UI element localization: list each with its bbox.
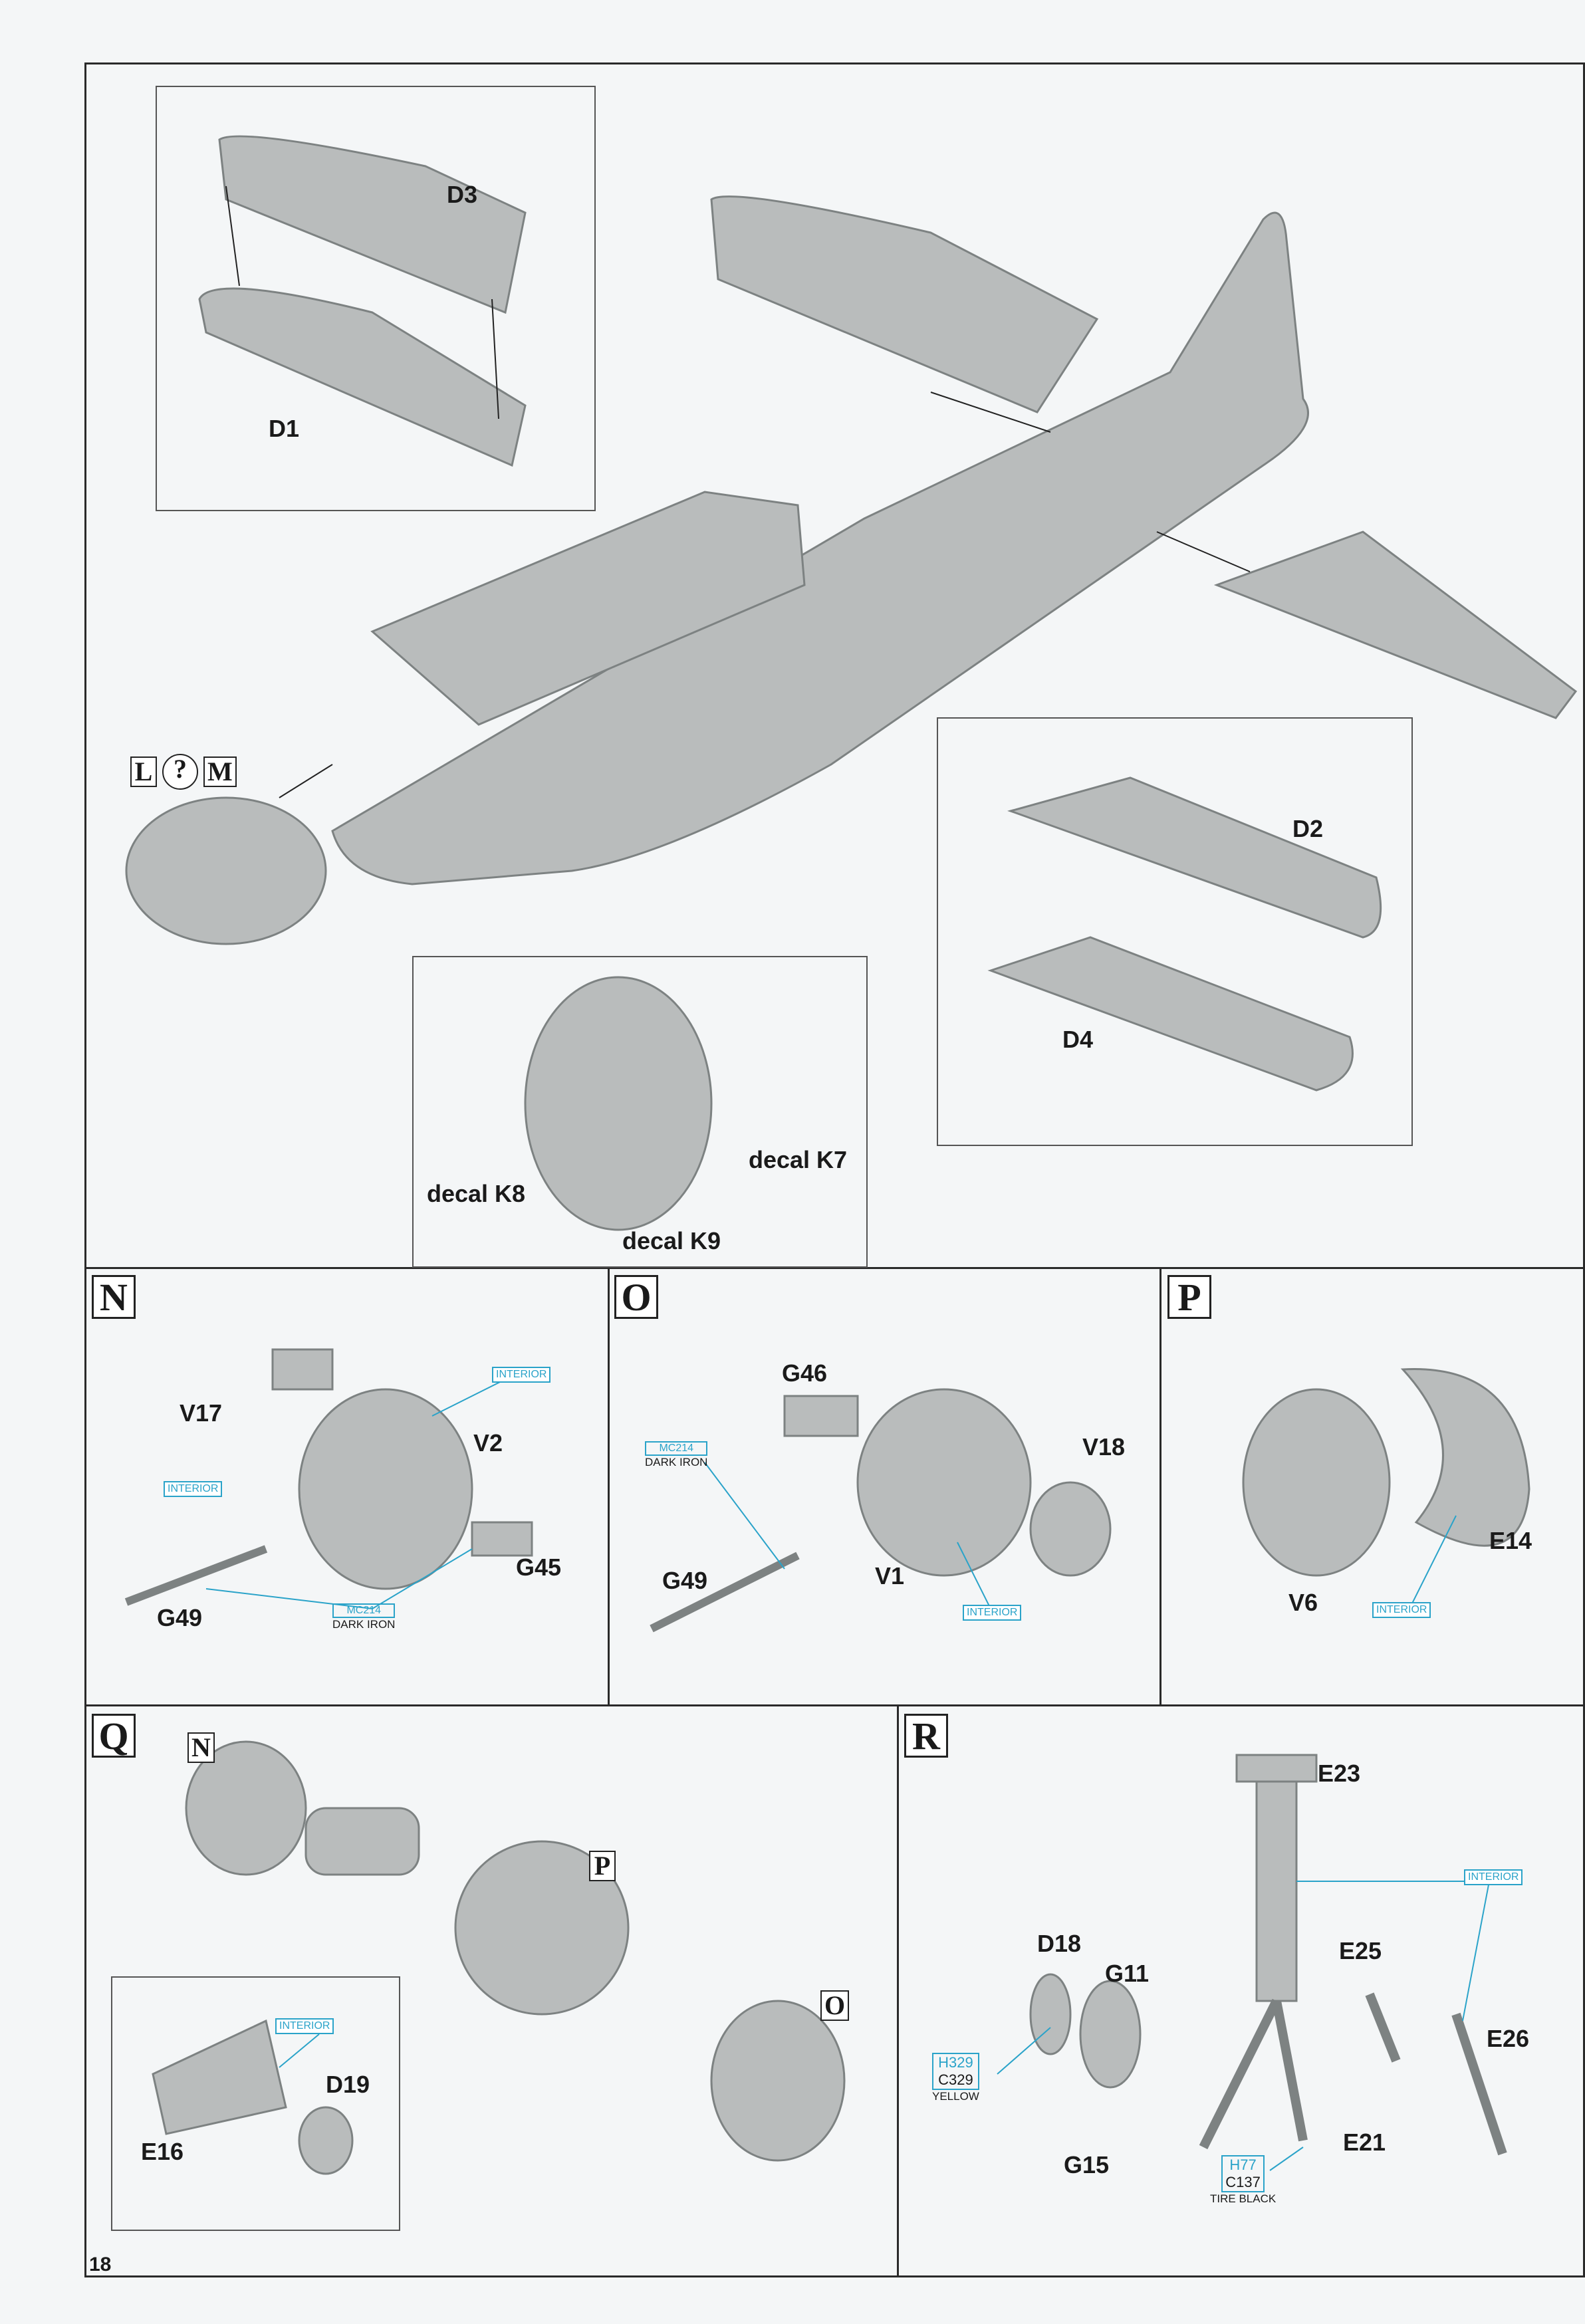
section-r-panel xyxy=(897,1704,1585,2277)
section-letter-q: Q xyxy=(92,1714,136,1758)
sub-assembly-ref-choice: ? xyxy=(162,754,198,790)
part-label-d19: D19 xyxy=(326,2071,370,2098)
part-label-g49: G49 xyxy=(662,1567,708,1594)
part-label-e14: E14 xyxy=(1489,1527,1532,1554)
paint-callout-interior: INTERIOR xyxy=(492,1367,551,1383)
part-label-d2: D2 xyxy=(1292,815,1324,842)
decal-label-k9: decal K9 xyxy=(622,1227,721,1254)
paint-callout-interior: INTERIOR xyxy=(1464,1869,1523,1885)
section-letter-o: O xyxy=(614,1275,658,1319)
part-label-g49: G49 xyxy=(157,1604,203,1631)
part-label-v6: V6 xyxy=(1288,1589,1318,1616)
part-label-d3: D3 xyxy=(447,181,478,208)
inset-cockpit-decals xyxy=(412,956,868,1268)
part-label-e23: E23 xyxy=(1318,1760,1361,1787)
inset-fuselage-front xyxy=(524,976,713,1231)
sub-assembly-ref-o: O xyxy=(820,1990,850,2021)
section-letter-n: N xyxy=(92,1275,136,1319)
paint-callout-interior: INTERIOR xyxy=(1372,1602,1431,1618)
paint-callout-interior: INTERIOR xyxy=(164,1481,223,1497)
inset-wing-d3 xyxy=(218,135,527,314)
inset-wing-left-detail xyxy=(156,86,596,511)
part-label-e25: E25 xyxy=(1339,1937,1382,1964)
paint-callout-interior: INTERIOR xyxy=(963,1605,1022,1621)
part-label-g11: G11 xyxy=(1105,1960,1150,1987)
part-label-e16: E16 xyxy=(141,2138,184,2165)
inset-wing-d4 xyxy=(987,936,1354,1092)
sub-assembly-ref-p: P xyxy=(589,1851,616,1881)
wing-d3-left xyxy=(710,195,1099,413)
decal-label-k8: decal K8 xyxy=(427,1180,526,1207)
paint-callout-interior: INTERIOR xyxy=(275,2018,334,2034)
section-letter-p: P xyxy=(1167,1275,1211,1319)
part-label-g46: G46 xyxy=(782,1359,828,1387)
sub-assembly-ref-n: N xyxy=(187,1732,215,1763)
part-label-d18: D18 xyxy=(1037,1930,1082,1957)
wing-d2-right xyxy=(1213,530,1578,719)
inset-turret-detail xyxy=(111,1976,400,2231)
inset-wing-right-detail xyxy=(937,717,1413,1146)
decal-label-k7: decal K7 xyxy=(749,1146,848,1173)
fuselage xyxy=(331,211,1309,885)
part-label-v18: V18 xyxy=(1082,1433,1126,1460)
part-label-v1: V1 xyxy=(875,1562,905,1589)
part-label-d1: D1 xyxy=(269,415,300,442)
part-label-e21: E21 xyxy=(1343,2129,1386,2156)
part-label-e26: E26 xyxy=(1487,2025,1530,2052)
inset-wing-d2 xyxy=(1007,776,1382,939)
section-letter-r: R xyxy=(904,1714,948,1758)
sub-assembly-ref-m: M xyxy=(203,756,237,787)
cockpit-upper xyxy=(370,491,806,726)
part-label-g15: G15 xyxy=(1064,2151,1110,2178)
nose-section xyxy=(125,796,327,945)
part-label-d4: D4 xyxy=(1062,1026,1094,1053)
part-label-v17: V17 xyxy=(180,1399,223,1427)
inset-wing-d1 xyxy=(198,287,527,467)
page-number: 18 xyxy=(89,2254,112,2275)
part-label-v2: V2 xyxy=(473,1429,503,1456)
sub-assembly-ref-l: L xyxy=(130,756,157,787)
part-label-g45: G45 xyxy=(516,1554,562,1581)
